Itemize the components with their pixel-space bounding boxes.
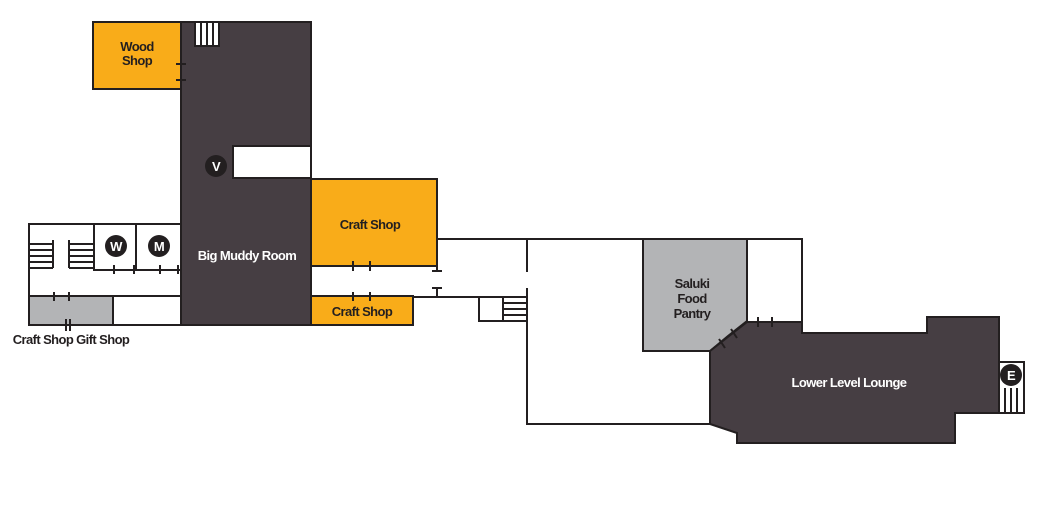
corridor — [413, 238, 527, 298]
svg-text:W: W — [110, 239, 123, 254]
storage-room — [112, 295, 182, 326]
wood-shop-label-2: Shop — [122, 53, 153, 68]
door-markers — [53, 63, 773, 349]
craft-shop-lower-label: Craft Shop — [332, 304, 393, 319]
svg-text:M: M — [154, 239, 164, 254]
open-room — [526, 238, 803, 425]
womens-restroom-marker[interactable]: W — [105, 235, 127, 257]
wood-shop[interactable] — [92, 21, 182, 90]
elevator-marker[interactable]: E — [1000, 364, 1022, 386]
craft-shop-upper-label: Craft Shop — [340, 217, 401, 232]
closet — [478, 296, 504, 322]
stairs-icon — [194, 21, 220, 47]
pantry-label-3: Pantry — [674, 306, 712, 321]
mens-restroom-marker[interactable]: M — [148, 235, 170, 257]
craft-shop-lower[interactable] — [310, 295, 414, 326]
big-muddy-label: Big Muddy Room — [198, 248, 297, 263]
svg-text:V: V — [212, 159, 221, 174]
pantry-label-2: Food — [677, 291, 707, 306]
vending-marker[interactable]: V — [205, 155, 227, 177]
small-room — [232, 145, 312, 179]
stairs-icon — [29, 240, 94, 269]
wood-shop-label-1: Wood — [120, 39, 154, 54]
gift-shop-label: Craft Shop Gift Shop — [13, 332, 130, 347]
craft-shop-upper[interactable] — [310, 178, 438, 267]
svg-text:E: E — [1007, 368, 1016, 383]
stairs-icon — [503, 302, 527, 322]
lounge-label: Lower Level Lounge — [792, 375, 907, 390]
pantry-label-1: Saluki — [675, 276, 710, 291]
